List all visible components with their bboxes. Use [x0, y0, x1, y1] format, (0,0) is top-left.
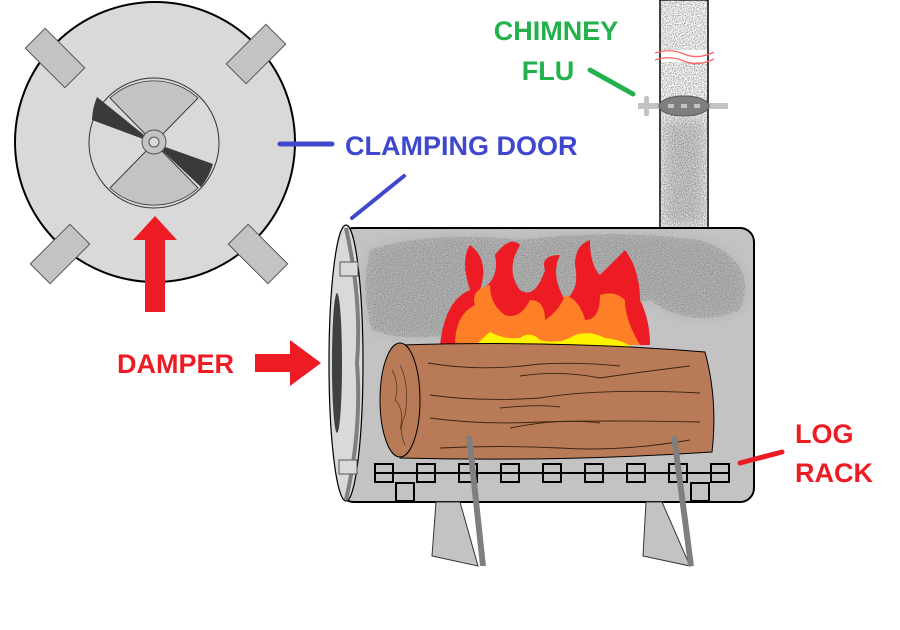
clamping-door-side-view [328, 224, 364, 502]
door-clamp [29, 223, 91, 285]
log-end [379, 342, 421, 458]
wood-grain [427, 362, 701, 450]
chimney-damper [638, 95, 728, 117]
rack-links [374, 463, 730, 502]
clamping-door-label: CLAMPING DOOR [345, 131, 578, 161]
door-hinge [339, 261, 359, 277]
log-rack [374, 463, 730, 502]
break-mark [654, 50, 715, 58]
clamping-door-pointer-line-2 [350, 174, 406, 220]
door-hinge [338, 459, 358, 475]
log-label: LOG [795, 419, 854, 449]
door-clamp [225, 23, 287, 85]
chimney-flu [638, 0, 728, 231]
flu-label: FLU [522, 56, 574, 86]
damper-disc [88, 77, 220, 209]
log-rack-pointer-line [737, 449, 785, 466]
damper-right-arrow [255, 340, 321, 386]
damper-label: DAMPER [117, 349, 234, 379]
chimney-label: CHIMNEY [494, 16, 619, 46]
damper-up-arrow [133, 216, 177, 312]
chimney-pointer-line [587, 67, 636, 97]
door-clamps [24, 23, 289, 285]
door-clamp [24, 27, 86, 89]
log [379, 342, 715, 460]
break-mark [654, 57, 715, 65]
rack-label: RACK [795, 458, 873, 488]
stove-legs [431, 436, 694, 567]
door-clamp [227, 223, 289, 285]
clamping-door-front-view [14, 1, 296, 285]
